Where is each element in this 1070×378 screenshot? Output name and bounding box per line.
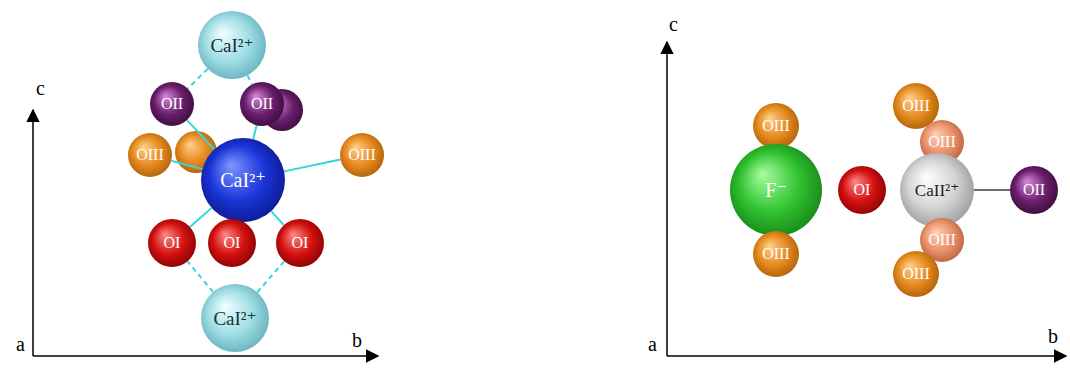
bond-line bbox=[187, 261, 213, 292]
ion-label: OI bbox=[292, 235, 309, 251]
calcium-ion: CaI²⁺ bbox=[201, 284, 269, 352]
oxygen-ion: OI bbox=[148, 219, 196, 267]
ion-sphere-fill bbox=[838, 166, 886, 214]
ion-label: CaI²⁺ bbox=[220, 170, 265, 190]
c-axis bbox=[666, 42, 668, 356]
ion-label: OIII bbox=[928, 134, 956, 150]
oxygen-ion: OIII bbox=[128, 133, 172, 177]
ion-label: OIII bbox=[762, 118, 790, 134]
ion-label: OII bbox=[161, 96, 183, 112]
axis-label: c bbox=[36, 78, 45, 98]
ion-sphere-fill bbox=[201, 284, 269, 352]
ion-sphere-fill bbox=[730, 144, 822, 236]
ion-sphere-fill bbox=[208, 219, 256, 267]
ion-label: CaII²⁺ bbox=[915, 182, 959, 199]
fluoride-ion: F⁻ bbox=[730, 144, 822, 236]
ion-label: OIII bbox=[762, 246, 790, 262]
calcium-ion: CaI²⁺ bbox=[198, 11, 266, 79]
ion-sphere-fill bbox=[276, 219, 324, 267]
ion-sphere-fill bbox=[1010, 166, 1058, 214]
oxygen-ion: OIII bbox=[753, 231, 799, 277]
axis-label: b bbox=[352, 330, 362, 350]
bond-line bbox=[253, 125, 256, 139]
bond-line bbox=[974, 189, 1010, 191]
ion-sphere-fill bbox=[753, 103, 799, 149]
ion-label: OIII bbox=[136, 147, 164, 163]
axis-label: a bbox=[648, 334, 657, 354]
axis-label: b bbox=[1048, 326, 1058, 346]
bond-line bbox=[257, 261, 284, 292]
axis-label: c bbox=[669, 14, 678, 34]
oxygen-ion: OIII bbox=[340, 133, 384, 177]
ion-label: OII bbox=[1023, 182, 1045, 198]
c-axis bbox=[32, 110, 34, 356]
bond-line bbox=[188, 69, 208, 89]
ion-label: OI bbox=[224, 235, 241, 251]
oxygen-ion: OI bbox=[208, 219, 256, 267]
bond-line bbox=[187, 120, 214, 149]
ion-sphere-fill bbox=[148, 219, 196, 267]
ion-label: OIII bbox=[902, 98, 930, 114]
bond-line bbox=[284, 160, 340, 172]
bond-line bbox=[190, 208, 212, 227]
calcium-ion: CaI²⁺ bbox=[201, 138, 285, 222]
bond-line bbox=[271, 211, 284, 225]
ion-label: OI bbox=[164, 235, 181, 251]
bond-line bbox=[171, 161, 202, 169]
b-axis bbox=[33, 355, 378, 357]
ion-sphere-fill bbox=[198, 11, 266, 79]
ion-sphere-fill bbox=[893, 251, 939, 297]
ion-sphere-fill bbox=[893, 83, 939, 129]
ion-label: F⁻ bbox=[765, 180, 787, 200]
bond-line bbox=[247, 75, 252, 84]
axis-label: a bbox=[16, 334, 25, 354]
oxygen-ion: OIII bbox=[753, 103, 799, 149]
oxygen-ion: OII bbox=[1010, 166, 1058, 214]
ion-label: CaI²⁺ bbox=[213, 309, 256, 328]
oxygen-ion: OI bbox=[838, 166, 886, 214]
ion-sphere-fill bbox=[900, 153, 974, 227]
ion-sphere-fill bbox=[201, 138, 285, 222]
ion-label: CaI²⁺ bbox=[210, 36, 253, 55]
oxygen-ion: OII bbox=[150, 82, 194, 126]
oxygen-ion: OII bbox=[240, 82, 284, 126]
ion-sphere-fill bbox=[753, 231, 799, 277]
ion-label: OIII bbox=[928, 232, 956, 248]
oxygen-ion: OI bbox=[276, 219, 324, 267]
oxygen-ion: OIII bbox=[893, 251, 939, 297]
ion-sphere-fill bbox=[240, 82, 284, 126]
ion-sphere-fill bbox=[340, 133, 384, 177]
b-axis bbox=[667, 355, 1066, 357]
ion-sphere-fill bbox=[150, 82, 194, 126]
ion-sphere-fill bbox=[128, 133, 172, 177]
oxygen-ion: OIII bbox=[893, 83, 939, 129]
calcium-ion: CaII²⁺ bbox=[900, 153, 974, 227]
ion-label: OIII bbox=[902, 266, 930, 282]
ion-label: OIII bbox=[348, 147, 376, 163]
ion-label: OII bbox=[251, 96, 273, 112]
ion-label: OI bbox=[854, 182, 871, 198]
